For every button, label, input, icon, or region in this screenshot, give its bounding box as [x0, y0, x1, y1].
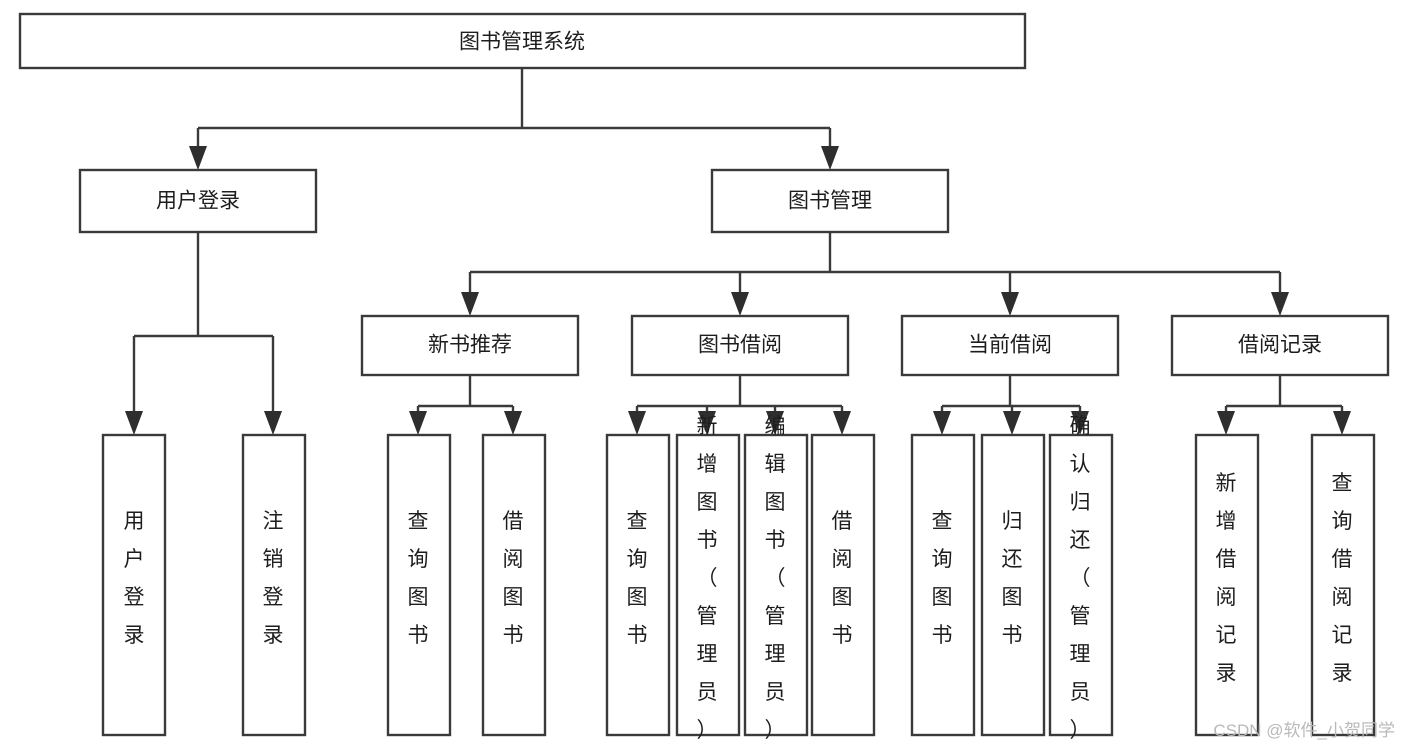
node-leaf-confirm-return-label: 确认归还（管理员）: [1070, 415, 1091, 742]
node-leaf-add-record-box[interactable]: [1194, 433, 1260, 737]
connector-group-borrow-record: [1217, 375, 1351, 435]
node-borrow-record-box[interactable]: [1170, 314, 1390, 377]
arrowhead-leaf-query-book-3: [933, 411, 951, 435]
arrowhead-leaf-add-record: [1217, 411, 1235, 435]
node-leaf-borrow-book-1-box[interactable]: [481, 433, 547, 737]
node-user-login[interactable]: 用户登录: [78, 168, 318, 234]
connector-group-root: [189, 68, 839, 170]
node-book-manage[interactable]: 图书管理: [710, 168, 950, 234]
connector-group-current-borrow: [933, 375, 1089, 435]
node-leaf-query-book-1-box[interactable]: [386, 433, 452, 737]
arrowhead-new-book-recommend: [461, 292, 479, 316]
node-root-label: 图书管理系统: [459, 31, 585, 54]
node-borrow-record[interactable]: 借阅记录: [1170, 314, 1390, 377]
node-user-login-box[interactable]: [78, 168, 318, 234]
arrowhead-leaf-query-book-2: [628, 411, 646, 435]
connector-group-book-borrow: [628, 375, 851, 435]
node-leaf-add-record-label: 新增借阅记录: [1216, 472, 1237, 685]
arrowhead-leaf-borrow-book-2: [833, 411, 851, 435]
node-leaf-query-book-1-label: 查询图书: [408, 510, 429, 647]
node-leaf-add-record[interactable]: 新增借阅记录: [1194, 433, 1260, 737]
node-new-book-recommend[interactable]: 新书推荐: [360, 314, 580, 377]
node-leaf-query-book-2[interactable]: 查询图书: [605, 433, 671, 737]
node-leaf-edit-book-box[interactable]: [743, 433, 809, 737]
arrowhead-current-borrow: [1001, 292, 1019, 316]
arrowhead-leaf-user-login: [125, 411, 143, 435]
node-leaf-query-book-2-box[interactable]: [605, 433, 671, 737]
node-new-book-recommend-label: 新书推荐: [428, 334, 512, 357]
node-leaf-user-login-box[interactable]: [101, 433, 167, 737]
node-leaf-borrow-book-1-label: 借阅图书: [503, 510, 524, 647]
csdn-watermark: CSDN @软件_小贺同学: [1213, 721, 1395, 740]
node-leaf-edit-book[interactable]: 编辑图书（管理员）: [743, 415, 809, 742]
node-leaf-return-book-label: 归还图书: [1002, 510, 1023, 647]
node-leaf-borrow-book-2-box[interactable]: [810, 433, 876, 737]
node-current-borrow-box[interactable]: [900, 314, 1120, 377]
node-leaf-borrow-book-2[interactable]: 借阅图书: [810, 433, 876, 737]
arrowhead-book-manage: [821, 146, 839, 170]
arrowhead-leaf-query-record: [1333, 411, 1351, 435]
node-leaf-add-book-label: 新增图书（管理员）: [697, 415, 718, 742]
node-leaf-logout-login-box[interactable]: [241, 433, 307, 737]
node-book-borrow[interactable]: 图书借阅: [630, 314, 850, 377]
node-root[interactable]: 图书管理系统: [18, 12, 1027, 70]
connector-group-user-login: [125, 232, 282, 435]
node-book-borrow-box[interactable]: [630, 314, 850, 377]
node-leaf-borrow-book-2-label: 借阅图书: [832, 510, 853, 647]
node-current-borrow-label: 当前借阅: [968, 334, 1052, 357]
arrowhead-borrow-record: [1271, 292, 1289, 316]
node-user-login-label: 用户登录: [156, 190, 240, 213]
arrowhead-leaf-confirm-return: [1071, 411, 1089, 435]
arrowhead-leaf-add-book: [698, 411, 716, 435]
node-leaf-query-record-box[interactable]: [1310, 433, 1376, 737]
node-leaf-logout-login-label: 注销登录: [263, 510, 284, 647]
node-leaf-query-book-2-label: 查询图书: [627, 510, 648, 647]
node-leaf-return-book-box[interactable]: [980, 433, 1046, 737]
node-leaf-user-login-label: 用户登录: [124, 510, 145, 647]
node-leaf-logout-login[interactable]: 注销登录: [241, 433, 307, 737]
node-book-borrow-label: 图书借阅: [698, 334, 782, 357]
node-leaf-query-book-1[interactable]: 查询图书: [386, 433, 452, 737]
node-borrow-record-label: 借阅记录: [1238, 334, 1322, 357]
node-leaf-query-record[interactable]: 查询借阅记录: [1310, 433, 1376, 737]
node-leaf-add-book-box[interactable]: [675, 433, 741, 737]
node-leaf-query-book-3-box[interactable]: [910, 433, 976, 737]
arrowhead-leaf-borrow-book-1: [504, 411, 522, 435]
node-leaf-edit-book-label: 编辑图书（管理员）: [765, 415, 786, 742]
node-leaf-user-login[interactable]: 用户登录: [101, 433, 167, 737]
node-leaf-add-book[interactable]: 新增图书（管理员）: [675, 415, 741, 742]
node-book-manage-box[interactable]: [710, 168, 950, 234]
node-leaf-query-book-3-label: 查询图书: [932, 510, 953, 647]
node-leaf-confirm-return-box[interactable]: [1048, 433, 1114, 737]
arrowhead-leaf-query-book-1: [409, 411, 427, 435]
node-book-manage-label: 图书管理: [788, 190, 872, 213]
arrowhead-user-login: [189, 146, 207, 170]
node-leaf-return-book[interactable]: 归还图书: [980, 433, 1046, 737]
connector-group-book-manage: [461, 232, 1289, 316]
arrowhead-leaf-return-book: [1003, 411, 1021, 435]
connector-group-new-book: [409, 375, 522, 435]
arrowhead-book-borrow: [731, 292, 749, 316]
arrowhead-leaf-logout-login: [264, 411, 282, 435]
node-current-borrow[interactable]: 当前借阅: [900, 314, 1120, 377]
node-leaf-borrow-book-1[interactable]: 借阅图书: [481, 433, 547, 737]
node-leaf-confirm-return[interactable]: 确认归还（管理员）: [1048, 415, 1114, 742]
node-new-book-recommend-box[interactable]: [360, 314, 580, 377]
node-leaf-query-record-label: 查询借阅记录: [1332, 472, 1353, 685]
node-leaf-query-book-3[interactable]: 查询图书: [910, 433, 976, 737]
arrowhead-leaf-edit-book: [766, 411, 784, 435]
node-root-box[interactable]: [18, 12, 1027, 70]
